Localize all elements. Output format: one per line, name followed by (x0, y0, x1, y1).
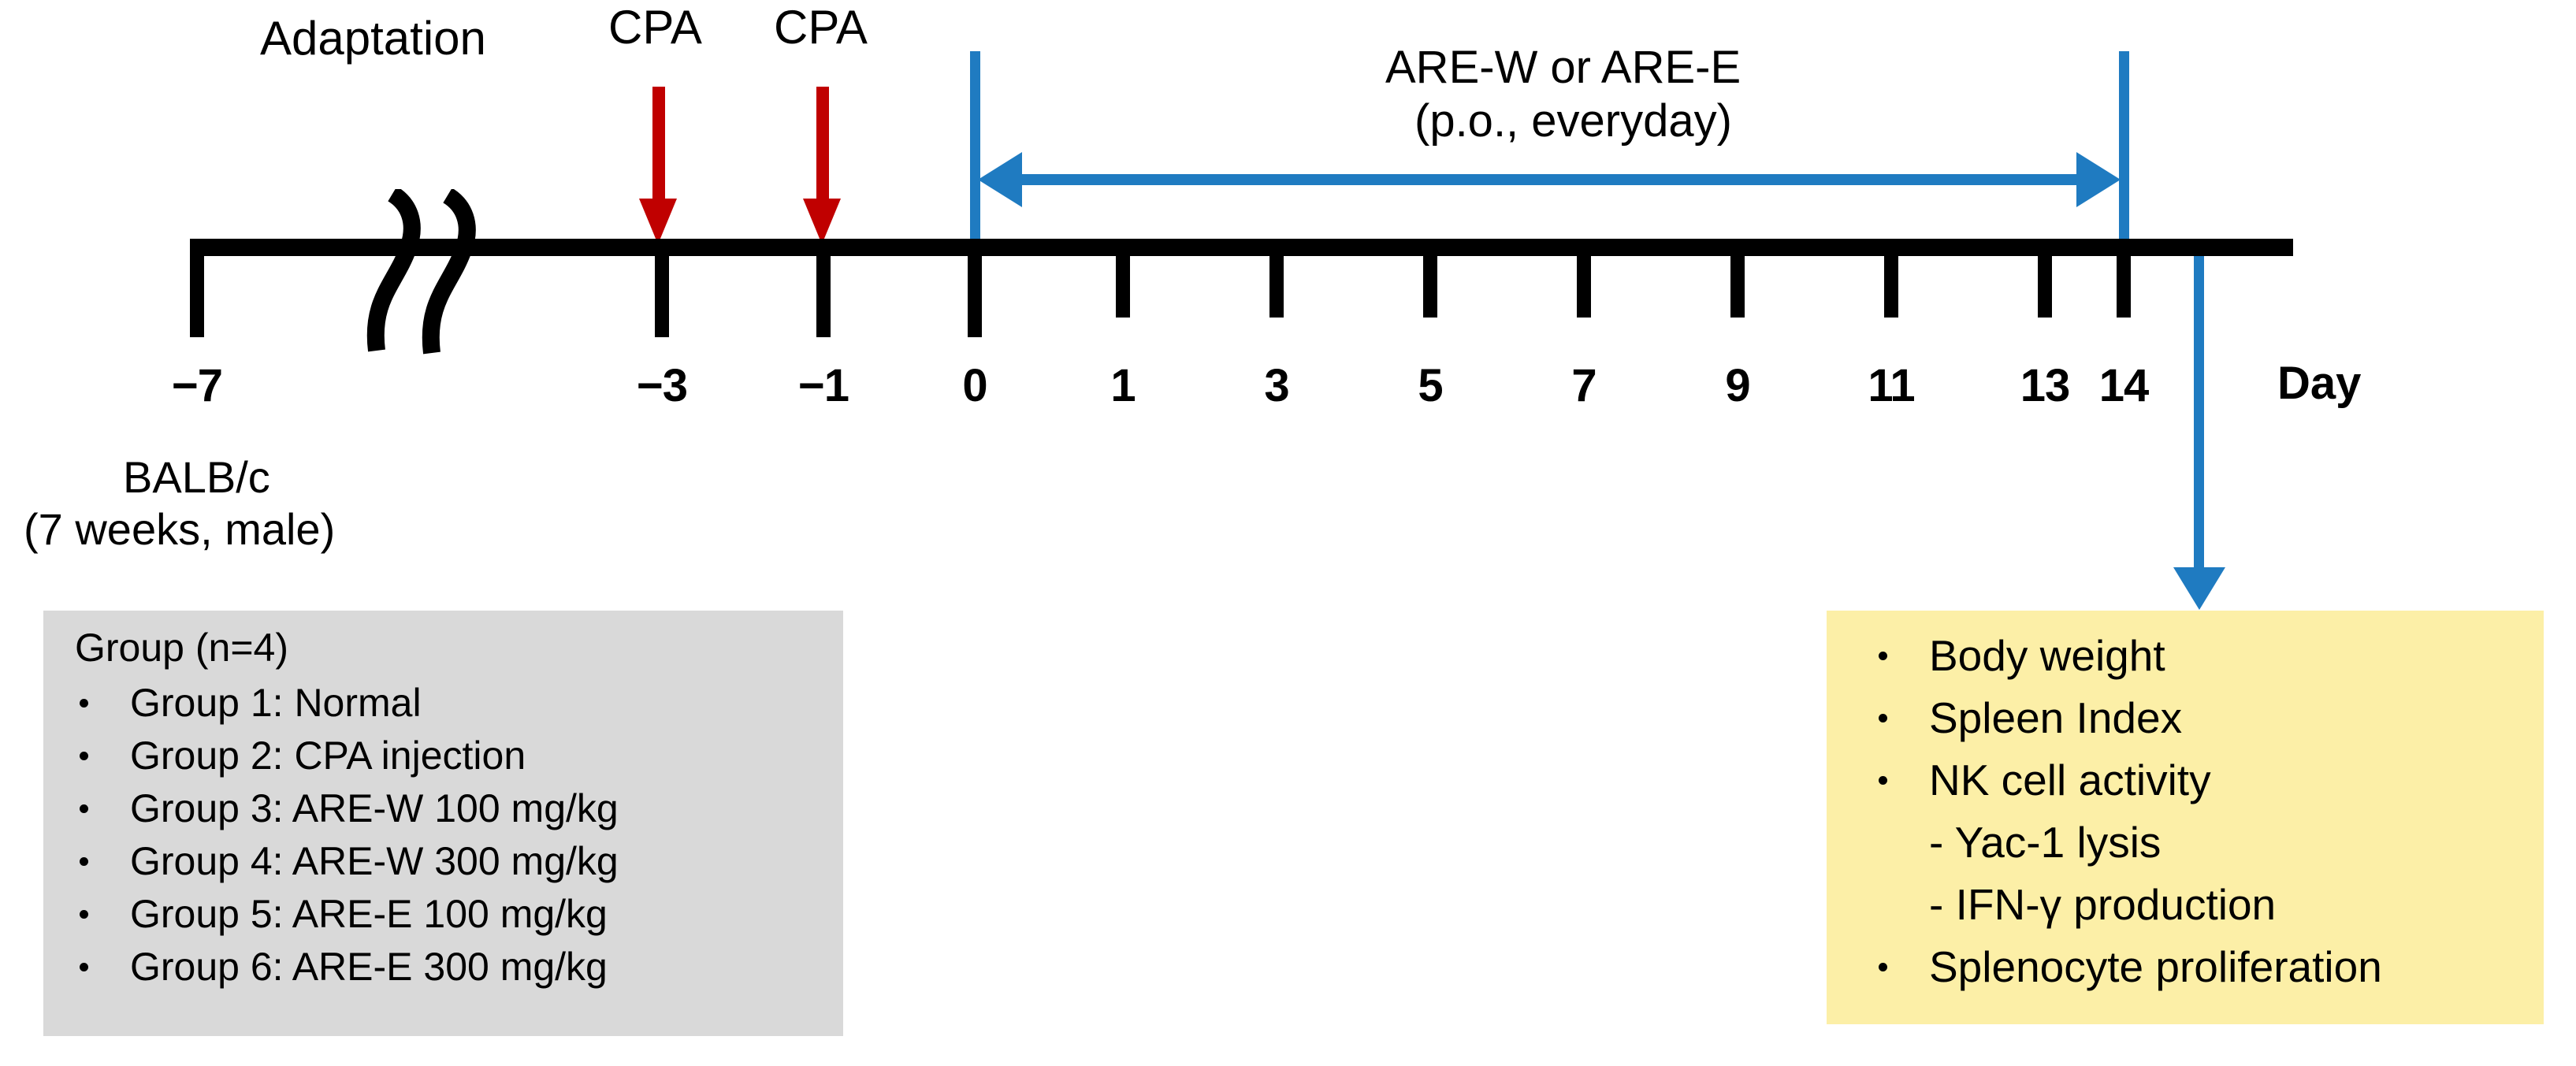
axis-tick-label: 11 (1868, 360, 1915, 411)
animal-details-label: (7 weeks, male) (24, 504, 336, 554)
axis-tick (816, 239, 831, 337)
bullet-dot-icon (80, 699, 88, 708)
axis-tick (1423, 239, 1437, 318)
timeline-axis (197, 239, 2293, 256)
cpa-label-1: CPA (608, 1, 702, 54)
axis-tick-label: 3 (1264, 360, 1289, 411)
axis-tick-label: 9 (1725, 360, 1750, 411)
axis-tick-label: 1 (1110, 360, 1136, 411)
bullet-dot-icon (1879, 652, 1887, 660)
sacrifice-arrow-head (2173, 567, 2225, 610)
axis-tick-label: −1 (797, 360, 849, 411)
axis-tick (1730, 239, 1745, 318)
treatment-start-marker (970, 51, 980, 244)
treatment-label-line2: (p.o., everyday) (1414, 95, 1732, 147)
group-list-item: Group 6: ARE-E 300 mg/kg (75, 947, 619, 986)
group-box-title: Group (n=4) (75, 626, 288, 670)
axis-tick-label: −3 (636, 360, 688, 411)
bullet-dot-icon (80, 910, 88, 919)
group-list-item: Group 5: ARE-E 100 mg/kg (75, 894, 619, 934)
endpoint-list-item: NK cell activity (1874, 759, 2382, 802)
cpa-injection-arrow-2 (803, 87, 841, 244)
bullet-dot-icon (80, 963, 88, 971)
adaptation-label: Adaptation (260, 12, 486, 65)
group-list-item: Group 1: Normal (75, 683, 619, 722)
bullet-dot-icon (80, 857, 88, 866)
bullet-dot-icon (80, 804, 88, 813)
arrow-shaft (652, 87, 665, 205)
axis-tick (1116, 239, 1130, 318)
arrow-head (803, 199, 841, 244)
bullet-dot-icon (1879, 776, 1887, 785)
bullet-dot-icon (1879, 714, 1887, 722)
axis-tick-label: 5 (1418, 360, 1443, 411)
axis-tick-label: −7 (171, 360, 223, 411)
treatment-end-marker (2119, 51, 2129, 244)
axis-tick (968, 239, 982, 337)
endpoint-sub-item: - IFN-γ production (1929, 880, 2277, 929)
axis-tick (1884, 239, 1898, 318)
axis-break-squiggle (366, 189, 476, 355)
axis-tick (1577, 239, 1591, 318)
endpoint-list-item: Body weight (1874, 634, 2382, 678)
axis-tick (190, 239, 204, 337)
endpoint-list-item: Splenocyte proliferation (1874, 945, 2382, 989)
group-list-item: Group 3: ARE-W 100 mg/kg (75, 789, 619, 828)
treatment-label-line1: ARE-W or ARE-E (1385, 42, 1741, 93)
axis-tick-label: 13 (2020, 360, 2071, 411)
axis-tick (1269, 239, 1284, 318)
cpa-injection-arrow-1 (639, 87, 677, 244)
group-list-item: Group 4: ARE-W 300 mg/kg (75, 841, 619, 881)
axis-tick-label: 0 (962, 360, 987, 411)
group-list-item: Group 2: CPA injection (75, 736, 619, 775)
treatment-bar-left-arrowhead (978, 152, 1022, 207)
axis-tick (2038, 239, 2052, 318)
treatment-duration-bar (1019, 174, 2080, 185)
sacrifice-arrow-shaft (2194, 246, 2204, 585)
axis-unit-label: Day (2277, 358, 2362, 409)
animal-strain-label: BALB/c (123, 452, 270, 502)
endpoint-sub-item: - Yac-1 lysis (1929, 818, 2162, 867)
treatment-bar-right-arrowhead (2076, 152, 2121, 207)
axis-tick-label: 14 (2098, 360, 2150, 411)
bullet-dot-icon (80, 752, 88, 760)
axis-tick-label: 7 (1571, 360, 1597, 411)
arrow-shaft (816, 87, 829, 205)
axis-tick (2117, 239, 2131, 318)
endpoint-list-item: Spleen Index (1874, 696, 2382, 740)
bullet-dot-icon (1879, 963, 1887, 971)
arrow-head (639, 199, 677, 244)
axis-tick (655, 239, 669, 337)
cpa-label-2: CPA (774, 1, 868, 54)
